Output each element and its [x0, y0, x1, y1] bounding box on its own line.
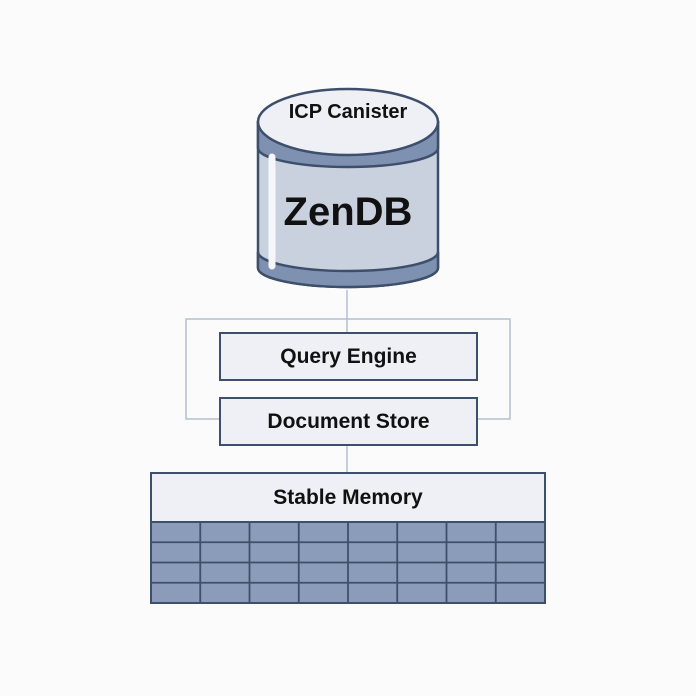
document-store-label: Document Store: [267, 409, 430, 433]
stable-memory-label: Stable Memory: [273, 485, 423, 509]
stable-memory-block: [150, 472, 546, 604]
cylinder-bottom-band: [256, 251, 440, 289]
zendb-title: ZenDB: [283, 189, 413, 234]
query-engine-box: [219, 332, 478, 381]
connectors: [185, 290, 511, 473]
canister-label: ICP Canister: [288, 100, 408, 123]
stable-memory-header: [150, 472, 546, 523]
memory-grid-lines: [151, 522, 545, 603]
document-store-box: [219, 397, 478, 446]
canister-cylinder: [256, 87, 440, 289]
connector-bracket-left: [185, 318, 511, 420]
cylinder-lid: [256, 87, 440, 157]
query-engine-label: Query Engine: [280, 344, 417, 368]
